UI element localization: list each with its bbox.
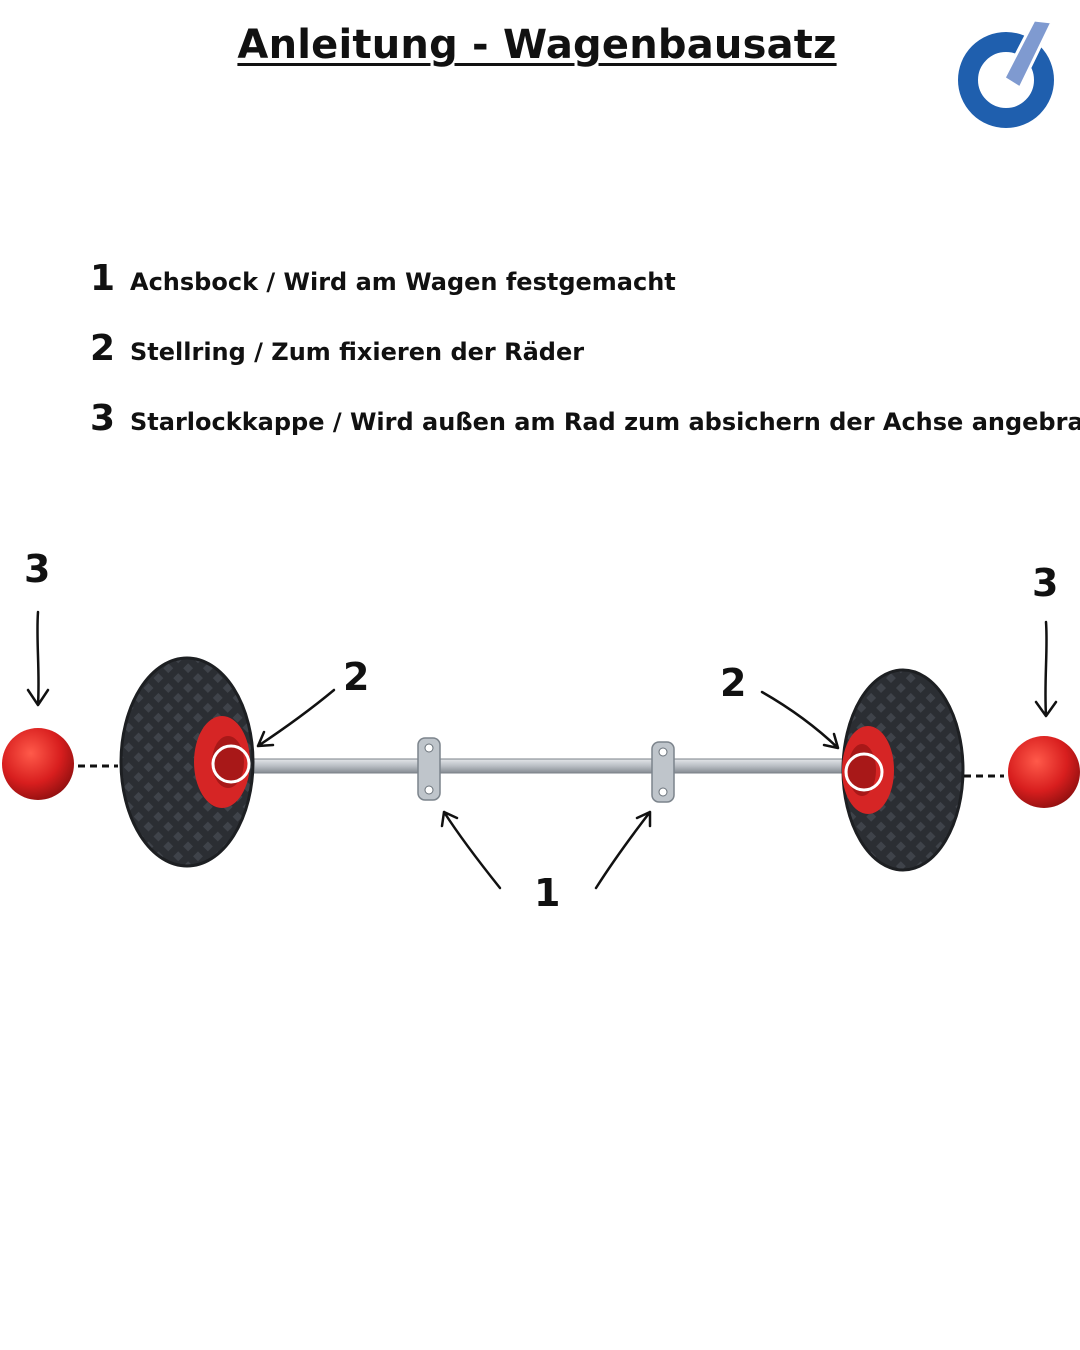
legend-text: Starlockkappe / Wird außen am Rad zum ab… [130,408,1080,436]
callout-ring-right: 2 [720,661,747,705]
legend-item-3: 3 Starlockkappe / Wird außen am Rad zum … [90,398,1080,439]
callout-cap-right: 3 [1032,561,1059,605]
axle-diagram [2,610,1080,890]
wheel-right [841,668,965,872]
arrow-bracket-left [440,810,502,890]
callout-bracket: 1 [534,871,561,915]
arrow-ring-right [760,690,840,750]
collar-ring-right [844,752,884,792]
page-title: Anleitung - Wagenbausatz [237,22,837,68]
axle-bracket-left [417,737,441,801]
legend-text: Stellring / Zum fixieren der Räder [130,338,585,366]
arrow-cap-right [1034,620,1058,718]
legend-text: Achsbock / Wird am Wagen festgemacht [130,268,676,296]
axle-bracket-right [651,741,675,803]
collar-ring-left [211,744,251,784]
callout-ring-left: 2 [343,655,370,699]
arrow-cap-left [26,610,50,707]
legend-item-1: 1 Achsbock / Wird am Wagen festgemacht [90,258,676,299]
legend-item-2: 2 Stellring / Zum fixieren der Räder [90,328,584,369]
wheel-left [119,656,255,868]
cap-right [1008,736,1080,808]
arrow-ring-left [256,688,336,748]
legend-number: 1 [90,258,116,299]
arrow-bracket-right [594,810,652,890]
cap-left [2,728,74,800]
callout-cap-left: 3 [24,547,51,591]
legend-number: 2 [90,328,116,369]
axle-rod [234,758,861,774]
brand-wheel-logo-icon [958,18,1055,128]
legend-number: 3 [90,398,116,439]
